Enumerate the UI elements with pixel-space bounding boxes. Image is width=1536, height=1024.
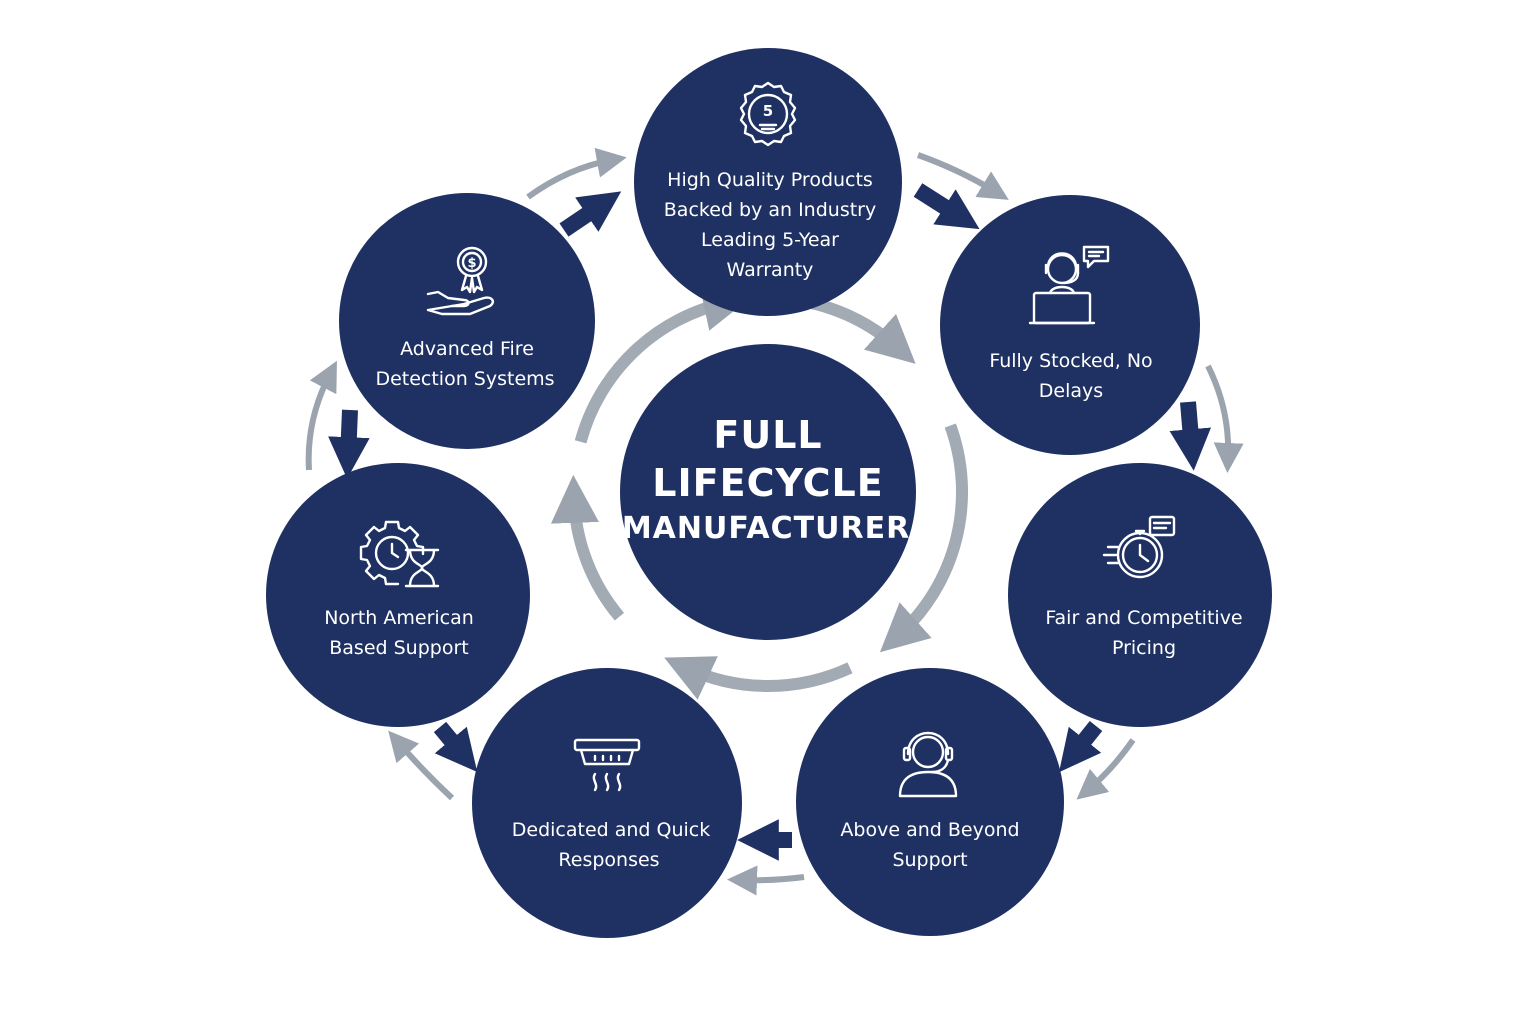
connector-gray-arrow-7 — [305, 360, 337, 471]
connector-dark-arrow-4 — [1059, 721, 1103, 773]
stopwatch-icon — [1102, 515, 1176, 579]
warranty-seal-icon: 5 — [739, 81, 797, 147]
node-above-beyond-line-1: Above and Beyond — [840, 819, 1019, 841]
ring-arrow-2 — [879, 423, 969, 653]
node-north-american: North American Based Support — [266, 463, 530, 727]
center-circle: FULL LIFECYCLE MANUFACTURER — [620, 344, 916, 640]
ring-arrow-4 — [550, 474, 625, 621]
node-fire-detection-line-1: Advanced Fire — [400, 338, 534, 360]
connector-dark-arrow-1 — [559, 191, 622, 237]
node-stocked-line-1: Fully Stocked, No — [989, 350, 1152, 372]
node-north-american-line-2: Based Support — [329, 637, 468, 659]
ring-arrow-3 — [664, 656, 853, 700]
node-north-american-line-1: North American — [324, 607, 474, 629]
connector-arrows — [305, 147, 1244, 896]
ring-arrow-5 — [574, 283, 752, 444]
headset-agent-icon — [898, 731, 958, 798]
center-title-line-2: LIFECYCLE — [652, 461, 883, 505]
node-pricing-line-2: Pricing — [1112, 637, 1176, 659]
node-dedicated: Dedicated and Quick Responses — [472, 668, 742, 938]
gear-clock-hourglass-icon — [359, 520, 440, 588]
node-above-beyond-line-2: Support — [892, 849, 967, 871]
connector-gray-arrow-4 — [1076, 738, 1136, 800]
support-agent-laptop-icon — [1028, 245, 1110, 325]
node-dedicated-line-1: Dedicated and Quick — [512, 819, 711, 841]
hand-award-icon: $ — [426, 246, 495, 316]
connector-dark-arrow-7 — [328, 409, 370, 479]
connector-gray-arrow-2 — [916, 152, 1009, 200]
warranty-seal-number: 5 — [763, 102, 773, 120]
node-warranty-line-4: Warranty — [727, 259, 814, 281]
center-title-line-1: FULL — [713, 413, 822, 457]
connector-gray-arrow-3 — [1205, 364, 1244, 473]
node-warranty: 5 High Quality Products Backed by an Ind… — [634, 48, 902, 316]
node-fire-detection-line-2: Detection Systems — [375, 368, 554, 390]
connector-gray-arrow-5 — [727, 865, 805, 896]
center-ring-arrows — [550, 283, 969, 700]
node-dedicated-line-2: Responses — [558, 849, 659, 871]
node-warranty-line-3: Leading 5-Year — [701, 229, 839, 251]
node-stocked-line-2: Delays — [1039, 380, 1103, 402]
node-warranty-line-2: Backed by an Industry — [664, 199, 876, 221]
node-pricing-line-1: Fair and Competitive — [1045, 607, 1242, 629]
node-warranty-line-1: High Quality Products — [667, 169, 873, 191]
connector-dark-arrow-3 — [1169, 401, 1212, 471]
node-fire-detection: $ Advanced Fire Detection Systems — [339, 193, 595, 449]
node-above-beyond: Above and Beyond Support — [796, 668, 1064, 936]
award-coin-symbol: $ — [467, 256, 476, 271]
connector-gray-arrow-6 — [388, 730, 455, 801]
center-title-line-3: MANUFACTURER — [622, 511, 910, 546]
smoke-detector-icon — [573, 738, 641, 792]
node-pricing: Fair and Competitive Pricing — [1008, 463, 1272, 727]
connector-dark-arrow-2 — [913, 183, 980, 230]
connector-dark-arrow-6 — [433, 721, 478, 773]
connector-gray-arrow-1 — [526, 147, 627, 200]
node-stocked: Fully Stocked, No Delays — [940, 195, 1200, 455]
